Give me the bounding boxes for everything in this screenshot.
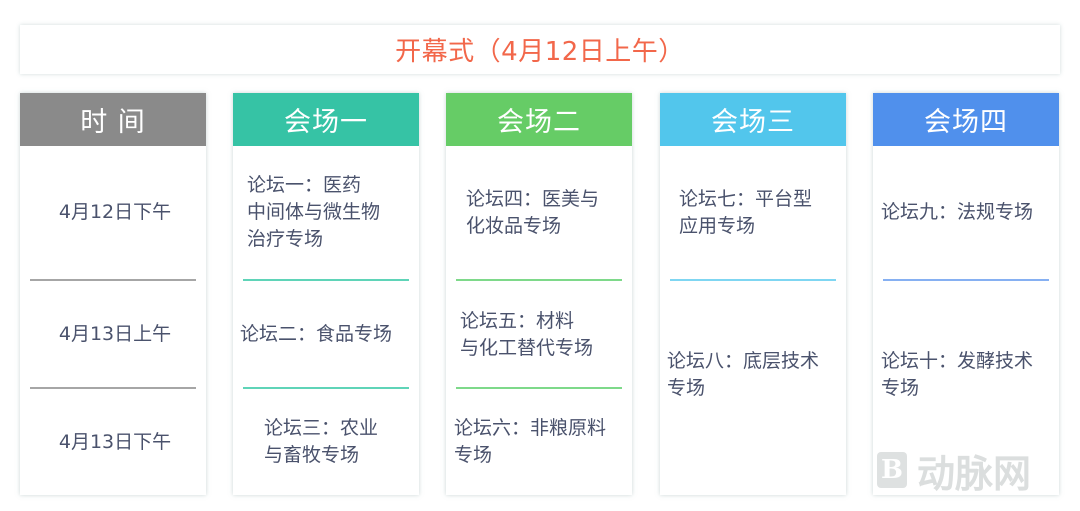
- forum-6: 论坛六：非粮原料 专场: [454, 417, 607, 466]
- brand-logo-icon: B: [877, 452, 907, 488]
- forum-10: 论坛十：发酵技术 专场: [881, 350, 1034, 399]
- time-header: 时 间: [20, 93, 206, 146]
- row-divider: [456, 279, 622, 281]
- row-divider: [883, 279, 1049, 281]
- forum-2: 论坛二：食品专场: [240, 323, 393, 345]
- opening-ceremony-title: 开幕式（4月12日上午）: [395, 37, 685, 67]
- venue-1-column: 会场一 论坛一：医药 中间体与微生物 治疗专场 论坛二：食品专场 论坛三：农业 …: [233, 93, 419, 495]
- opening-ceremony-banner: 开幕式（4月12日上午）: [20, 25, 1060, 74]
- watermark-text: 动脉网: [917, 451, 1032, 496]
- time-slot-3: 4月13日下午: [58, 430, 172, 453]
- venue-1-header: 会场一: [233, 93, 419, 146]
- row-divider: [243, 279, 409, 281]
- forum-1: 论坛一：医药 中间体与微生物 治疗专场: [247, 174, 381, 250]
- venue-2-header: 会场二: [446, 93, 632, 146]
- row-divider: [243, 387, 409, 389]
- row-divider: [456, 387, 622, 389]
- venue-4-header: 会场四: [873, 93, 1059, 146]
- forum-4: 论坛四：医美与 化妆品专场: [466, 187, 600, 237]
- forum-9: 论坛九：法规专场: [881, 201, 1034, 223]
- watermark: B 动脉网: [873, 445, 1063, 496]
- row-divider: [30, 387, 196, 389]
- time-slot-1: 4月12日下午: [58, 201, 172, 223]
- forum-7: 论坛七：平台型 应用专场: [679, 187, 813, 237]
- venue-3-column: 会场三 论坛七：平台型 应用专场 论坛八：底层技术 专场: [660, 93, 846, 495]
- forum-5: 论坛五：材料 与化工替代专场: [460, 309, 594, 359]
- forum-3: 论坛三：农业 与畜牧专场: [264, 417, 379, 466]
- time-slot-2: 4月13日上午: [58, 323, 172, 345]
- row-divider: [30, 279, 196, 281]
- venue-2-column: 会场二 论坛四：医美与 化妆品专场 论坛五：材料 与化工替代专场 论坛六：非粮原…: [446, 93, 632, 495]
- time-column: 时 间 4月12日下午 4月13日上午 4月13日下午: [20, 93, 206, 495]
- forum-8: 论坛八：底层技术 专场: [667, 350, 820, 399]
- venue-4-column: 会场四 论坛九：法规专场 论坛十：发酵技术 专场: [873, 93, 1059, 495]
- venue-3-header: 会场三: [660, 93, 846, 146]
- row-divider: [670, 279, 836, 281]
